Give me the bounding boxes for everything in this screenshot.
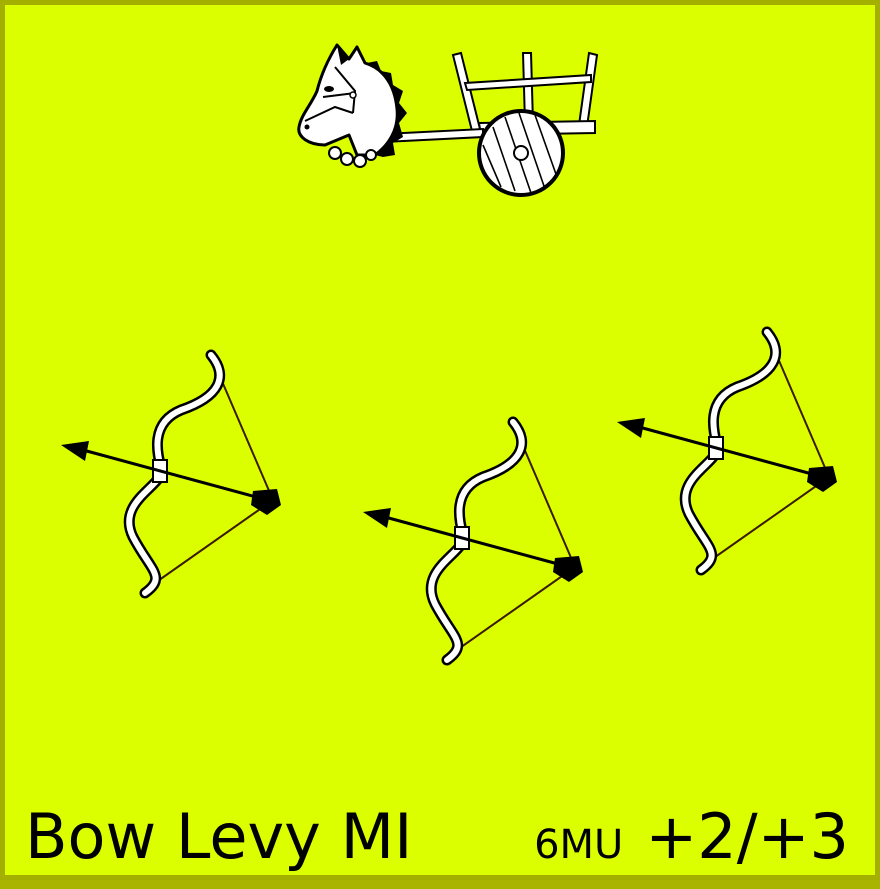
movement-value: 6MU: [534, 822, 624, 868]
unit-stats: 6MU +2/+3: [534, 801, 849, 889]
bow-icon: [363, 422, 583, 660]
card-artwork: [5, 43, 880, 885]
bow-icon: [61, 355, 281, 593]
bow-icon: [617, 332, 837, 570]
unit-name: Bow Levy MI: [25, 800, 413, 873]
combat-factor: +2/+3: [645, 800, 849, 873]
chariot-icon: [297, 43, 599, 197]
